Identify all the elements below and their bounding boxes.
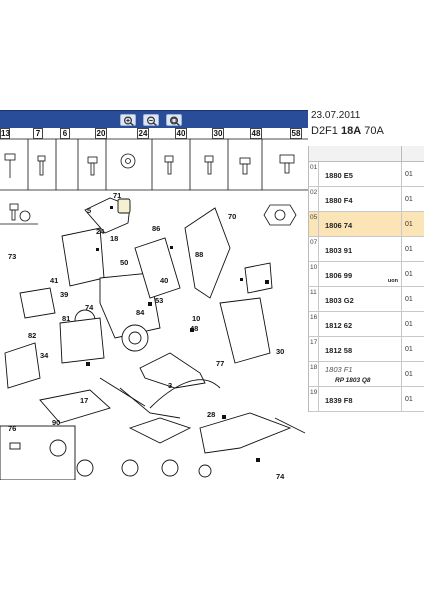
row-index: 18 <box>309 362 319 386</box>
callout-label[interactable]: 82 <box>28 331 37 340</box>
grid-number: 58 <box>290 128 302 139</box>
callout-label[interactable]: 84 <box>136 308 145 317</box>
replacement-part[interactable]: RP 1803 Q8 <box>335 377 371 384</box>
callout-label[interactable]: 48 <box>190 324 199 333</box>
table-row[interactable]: 17 1812 58 01 <box>309 337 424 362</box>
quantity: 01 <box>401 362 424 386</box>
parts-diagram[interactable]: 13 7 6 20 24 40 30 48 58 71 5 24 18 86 8… <box>0 128 308 480</box>
grid-number: 13 <box>0 128 10 139</box>
callout-label[interactable]: 17 <box>80 396 89 405</box>
zoom-in-button[interactable] <box>120 114 136 126</box>
grid-number: 48 <box>250 128 262 139</box>
callout-label[interactable]: 71 <box>113 191 122 200</box>
part-number[interactable]: 1839 F8 <box>325 396 353 405</box>
table-row[interactable]: 18 1803 F1 RP 1803 Q8 01 <box>309 362 424 387</box>
vehicle-code: D2F1 18A 70A <box>311 125 384 137</box>
part-number[interactable]: 1803 G2 <box>325 296 354 305</box>
row-index: 01 <box>309 162 319 186</box>
grid-number: 30 <box>212 128 224 139</box>
part-number[interactable]: 1803 F1 <box>325 365 353 374</box>
callout-label[interactable]: 77 <box>216 359 225 368</box>
row-index: 11 <box>309 287 319 311</box>
quantity: 01 <box>401 262 424 286</box>
grid-number: 40 <box>175 128 187 139</box>
callout-label[interactable]: 3 <box>168 381 173 390</box>
quantity: 01 <box>401 237 424 261</box>
exploded-view-drawing <box>0 138 308 480</box>
part-number[interactable]: 1806 74 <box>325 221 353 230</box>
catalog-frame: 23.07.2011 D2F1 18A 70A <box>0 110 424 480</box>
quantity: 01 <box>401 387 424 411</box>
callout-label[interactable]: 74 <box>276 472 285 480</box>
callout-label[interactable]: 24 <box>96 227 105 236</box>
quantity: 01 <box>401 212 424 236</box>
callout-label[interactable]: 76 <box>8 424 17 433</box>
table-row[interactable]: 16 1812 62 01 <box>309 312 424 337</box>
quantity: 01 <box>401 312 424 336</box>
table-row-selected[interactable]: 05 1806 74 01 <box>309 212 424 237</box>
callout-label[interactable]: 50 <box>120 258 129 267</box>
table-row[interactable]: 11 1803 G2 01 <box>309 287 424 312</box>
callout-label[interactable]: 74 <box>85 303 94 312</box>
quantity: 01 <box>401 187 424 211</box>
table-row[interactable]: 02 1880 F4 01 <box>309 187 424 212</box>
callout-label[interactable]: 39 <box>60 290 69 299</box>
part-number[interactable]: 1812 58 <box>325 346 353 355</box>
callout-label[interactable]: 88 <box>195 250 204 259</box>
table-row[interactable]: 07 1803 91 01 <box>309 237 424 262</box>
part-number[interactable]: 1880 E5 <box>325 171 353 180</box>
callout-label[interactable]: 70 <box>228 212 237 221</box>
row-index: 02 <box>309 187 319 211</box>
grid-number: 24 <box>137 128 149 139</box>
callout-label[interactable]: 81 <box>62 314 71 323</box>
callout-label[interactable]: 41 <box>50 276 59 285</box>
callout-label[interactable]: 86 <box>152 224 161 233</box>
code-prefix: D2F1 <box>311 125 338 137</box>
callout-label[interactable]: 5 <box>87 206 92 215</box>
quantity: 01 <box>401 337 424 361</box>
quantity: 01 <box>401 287 424 311</box>
grid-number: 7 <box>33 128 43 139</box>
callout-label[interactable]: 10 <box>192 314 201 323</box>
code-bold: 18A <box>340 125 362 137</box>
callout-label[interactable]: 18 <box>110 234 119 243</box>
table-row[interactable]: 10 1806 99 uon 01 <box>309 262 424 287</box>
table-row[interactable]: 01 1880 E5 01 <box>309 162 424 187</box>
callout-label[interactable]: 28 <box>207 410 216 419</box>
row-index: 16 <box>309 312 319 336</box>
row-index: 07 <box>309 237 319 261</box>
table-header <box>309 146 424 162</box>
date-label: 23.07.2011 <box>311 110 361 121</box>
zoom-fit-button[interactable] <box>166 114 182 126</box>
parts-table: 01 1880 E5 01 02 1880 F4 01 05 1806 74 0… <box>308 146 424 412</box>
table-row[interactable]: 19 1839 F8 01 <box>309 387 424 412</box>
callout-label[interactable]: 34 <box>40 351 49 360</box>
zoom-in-icon <box>123 116 134 126</box>
part-number[interactable]: 1806 99 <box>325 271 353 280</box>
grid-number: 6 <box>60 128 70 139</box>
code-suffix: 70A <box>364 125 384 137</box>
row-index: 05 <box>309 212 319 236</box>
zoom-fit-icon <box>169 116 180 126</box>
part-number[interactable]: 1812 62 <box>325 321 353 330</box>
callout-label[interactable]: 73 <box>8 252 17 261</box>
callout-label[interactable]: 90 <box>52 418 61 427</box>
part-number[interactable]: 1880 F4 <box>325 196 353 205</box>
callout-label[interactable]: 40 <box>160 276 169 285</box>
grid-number: 20 <box>95 128 107 139</box>
row-index: 19 <box>309 387 319 411</box>
toolbar <box>0 110 308 128</box>
zoom-out-button[interactable] <box>143 114 159 126</box>
zoom-out-icon <box>146 116 157 126</box>
callout-label[interactable]: 30 <box>276 347 285 356</box>
callout-label[interactable]: 53 <box>155 296 164 305</box>
row-index: 10 <box>309 262 319 286</box>
quantity: 01 <box>401 162 424 186</box>
part-number[interactable]: 1803 91 <box>325 246 353 255</box>
row-index: 17 <box>309 337 319 361</box>
header-info: 23.07.2011 D2F1 18A 70A <box>308 110 424 146</box>
row-note: uon <box>387 278 398 284</box>
